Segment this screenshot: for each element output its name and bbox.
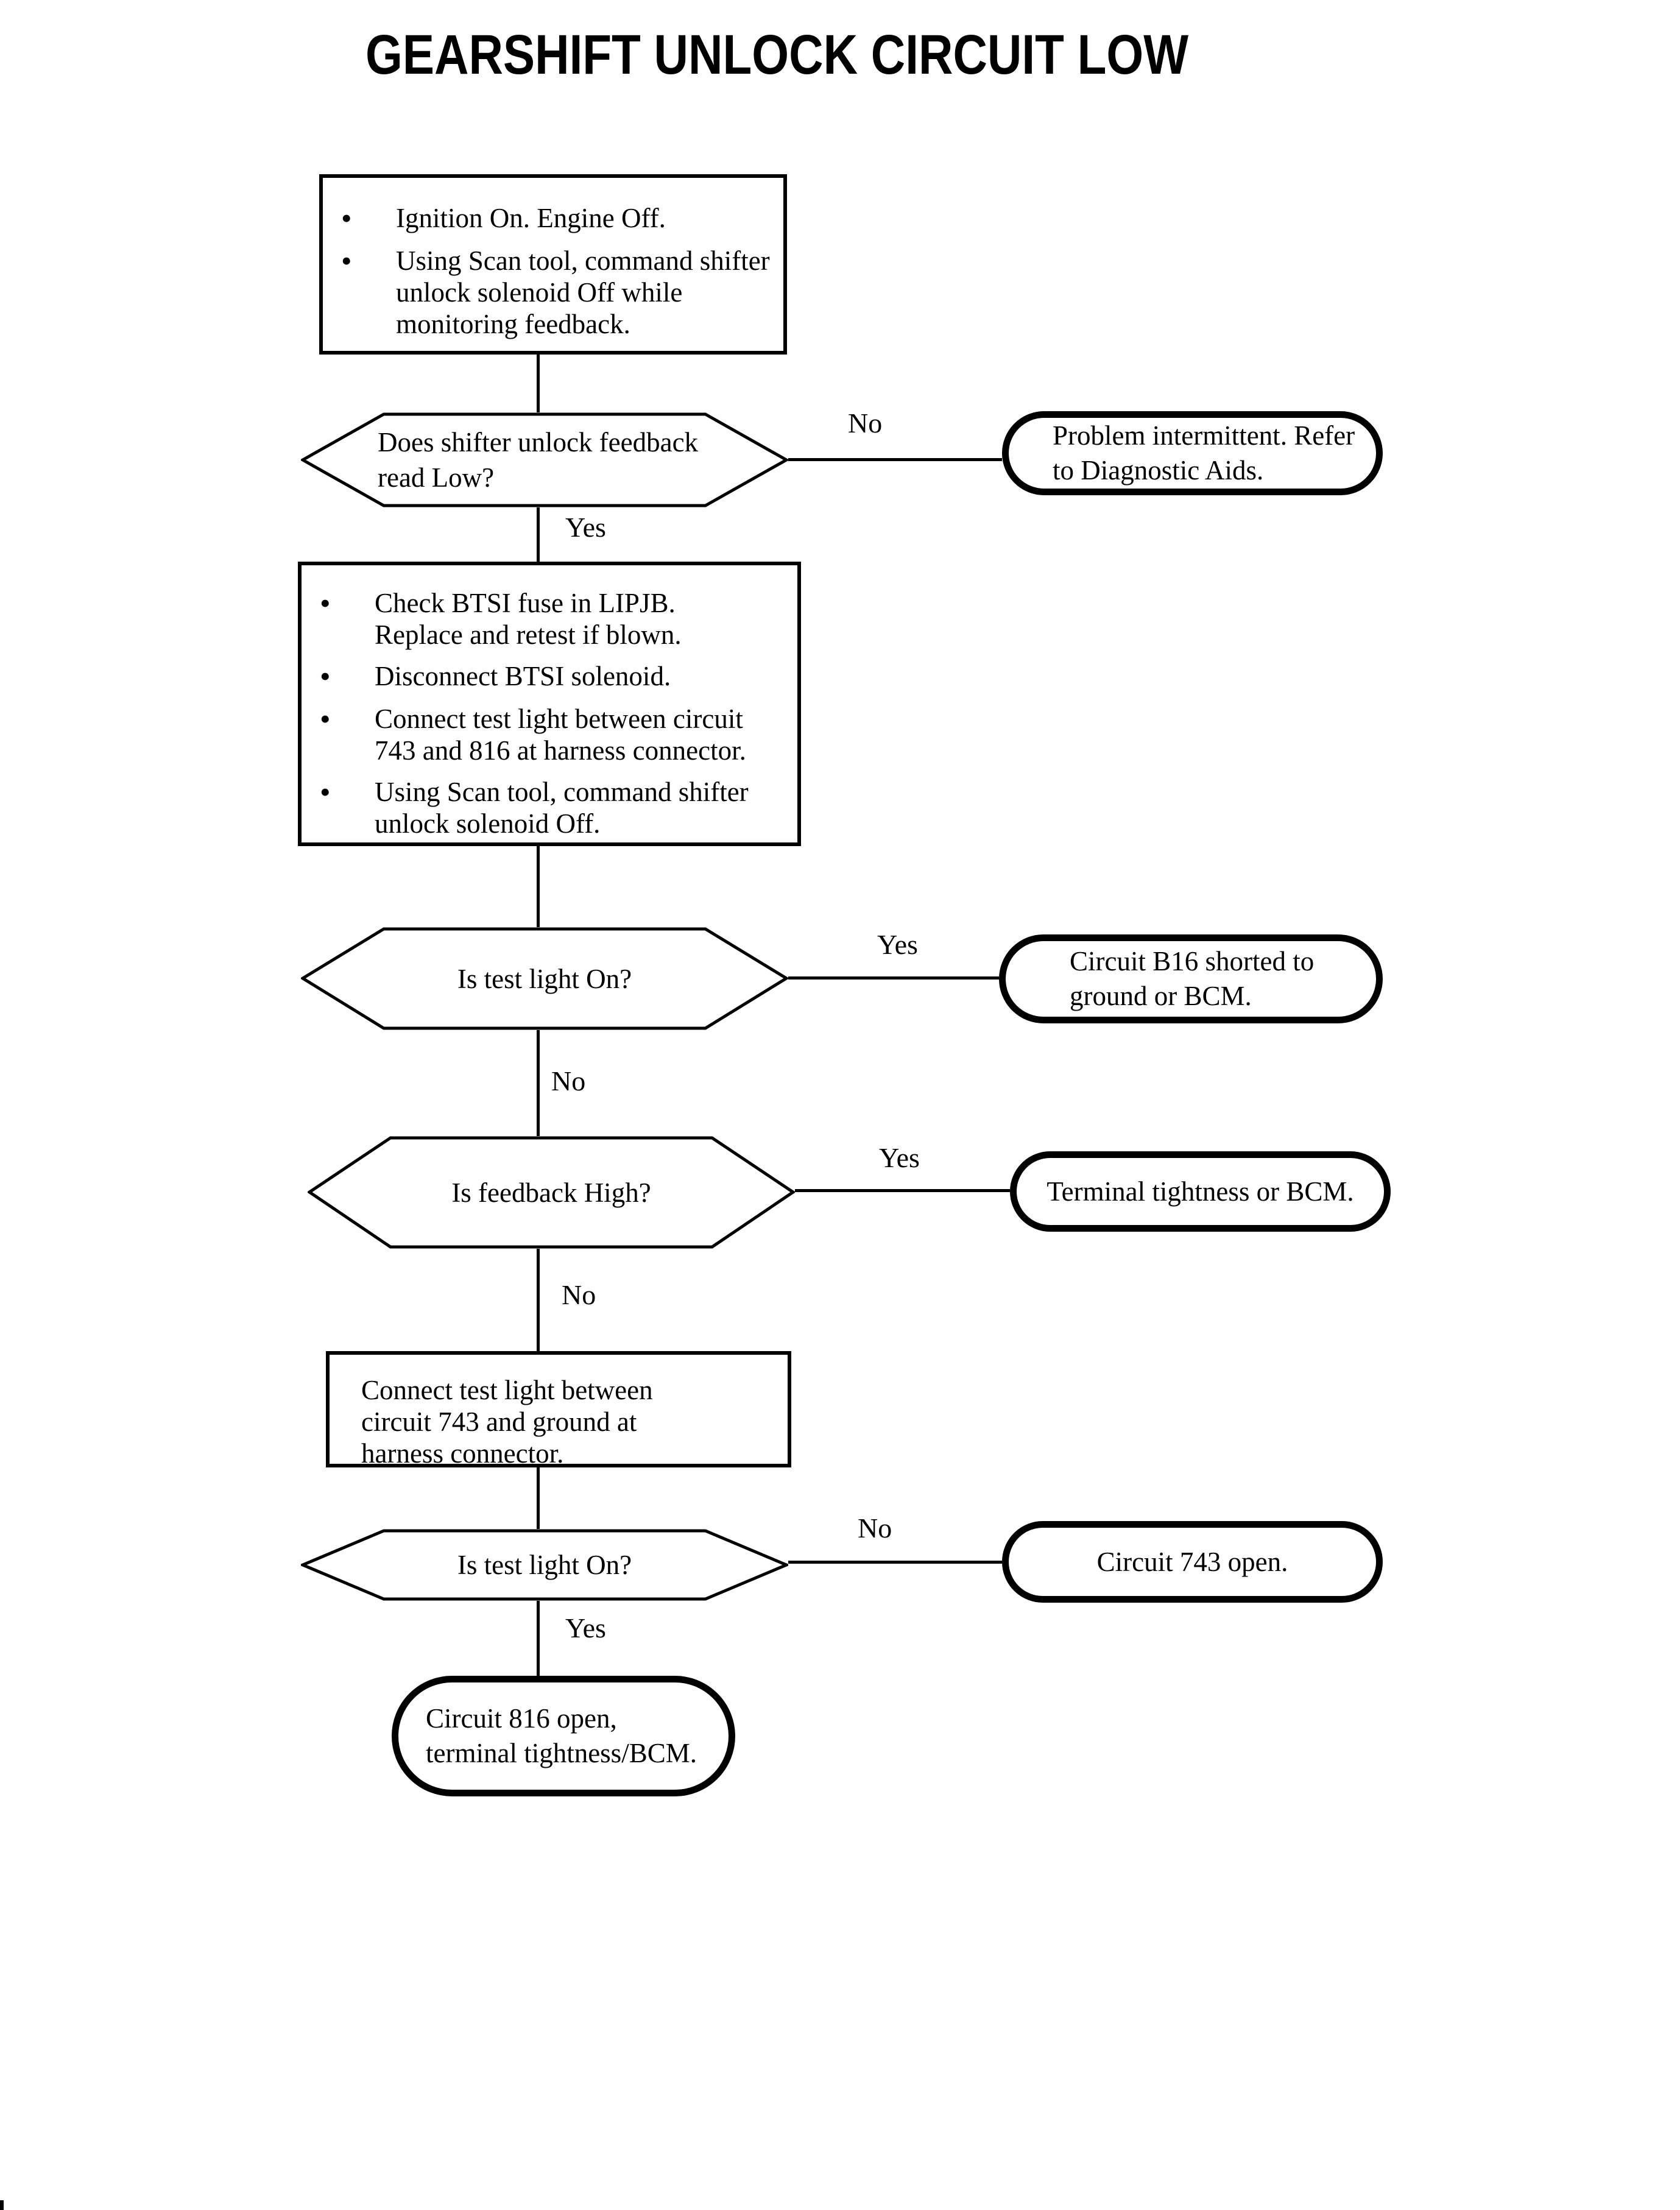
process-text: Connect test light between circuit 743 a… <box>361 1375 653 1469</box>
process-box-ground-test: Connect test light between circuit 743 a… <box>326 1351 791 1469</box>
bullet-icon <box>341 245 396 340</box>
result-text: Circuit 816 open, terminal tightness/BCM… <box>426 1703 697 1768</box>
connector-decision4-no <box>788 1561 1002 1564</box>
list-item: Check BTSI fuse in LIPJB. Replace and re… <box>320 587 785 651</box>
bullet-icon <box>341 202 396 235</box>
decision-feedback-high: Is feedback High? <box>308 1136 795 1249</box>
result-text: Circuit B16 shorted to ground or BCM. <box>1070 946 1315 1011</box>
result-terminal-tightness: Terminal tightness or BCM. <box>1010 1151 1391 1232</box>
edge-label-yes: Yes <box>565 1612 606 1643</box>
result-text: Problem intermittent. Refer to Diagnosti… <box>1053 420 1355 485</box>
result-816-open: Circuit 816 open, terminal tightness/BCM… <box>392 1676 735 1796</box>
list-item: Connect test light between circuit 743 a… <box>320 703 785 766</box>
decision-question: Does shifter unlock feedback read Low? <box>378 427 699 493</box>
edge-label-yes: Yes <box>877 929 918 960</box>
connector-decision3-yes <box>795 1189 1010 1192</box>
bullet-text: Check BTSI fuse in LIPJB. Replace and re… <box>375 588 682 650</box>
list-item: Using Scan tool, command shifter unlock … <box>320 776 785 839</box>
connector-decision2-yes <box>788 976 999 980</box>
result-problem-intermittent: Problem intermittent. Refer to Diagnosti… <box>1002 411 1383 495</box>
process-box-test-setup: Check BTSI fuse in LIPJB. Replace and re… <box>298 562 801 846</box>
bullet-icon <box>320 660 375 693</box>
decision-question: Is feedback High? <box>451 1177 651 1208</box>
result-text: Circuit 743 open. <box>1096 1546 1288 1577</box>
process-box-initial-setup: Ignition On. Engine Off. Using Scan tool… <box>319 174 787 355</box>
edge-label-no: No <box>858 1513 892 1544</box>
page-corner-mark <box>0 2200 4 2210</box>
bullet-text: Using Scan tool, command shifter unlock … <box>375 777 749 839</box>
decision-test-light-on-2: Is test light On? <box>301 1529 788 1601</box>
edge-label-no: No <box>551 1065 586 1096</box>
hexagon-shape <box>301 1529 788 1601</box>
connector-step3-to-decision4 <box>537 1467 540 1529</box>
bullet-icon <box>320 776 375 839</box>
edge-label-no: No <box>562 1279 596 1310</box>
bullet-icon <box>320 587 375 651</box>
edge-label-yes: Yes <box>879 1142 920 1173</box>
decision-question: Is test light On? <box>457 1550 632 1580</box>
hexagon-shape <box>301 412 788 507</box>
bullet-text: Using Scan tool, command shifter unlock … <box>396 245 770 339</box>
list-item: Ignition On. Engine Off. <box>341 202 771 235</box>
decision-shifter-feedback-low: Does shifter unlock feedback read Low? <box>301 412 788 507</box>
list-item: Disconnect BTSI solenoid. <box>320 660 785 693</box>
hexagon-shape <box>308 1136 795 1249</box>
bullet-list: Check BTSI fuse in LIPJB. Replace and re… <box>302 565 797 839</box>
result-text: Terminal tightness or BCM. <box>1046 1176 1354 1207</box>
page-title: GEARSHIFT UNLOCK CIRCUIT LOW <box>365 24 1189 86</box>
bullet-text: Connect test light between circuit 743 a… <box>375 704 746 766</box>
connector-decision1-yes <box>537 507 540 562</box>
connector-step1-to-decision1 <box>537 355 540 412</box>
connector-decision3-no <box>537 1249 540 1351</box>
connector-decision2-no <box>537 1030 540 1136</box>
result-b16-shorted: Circuit B16 shorted to ground or BCM. <box>999 934 1383 1023</box>
connector-step2-to-decision2 <box>537 846 540 927</box>
bullet-text: Ignition On. Engine Off. <box>396 203 666 233</box>
decision-question: Is test light On? <box>457 963 632 994</box>
list-item: Using Scan tool, command shifter unlock … <box>341 245 771 340</box>
bullet-list: Ignition On. Engine Off. Using Scan tool… <box>323 178 783 340</box>
connector-decision4-yes <box>537 1601 540 1687</box>
decision-test-light-on-1: Is test light On? <box>301 927 788 1030</box>
bullet-text: Disconnect BTSI solenoid. <box>375 661 671 691</box>
bullet-icon <box>320 703 375 766</box>
edge-label-yes: Yes <box>565 512 606 543</box>
hexagon-shape <box>301 927 788 1030</box>
connector-decision1-no <box>788 458 1002 461</box>
result-743-open: Circuit 743 open. <box>1002 1521 1383 1603</box>
edge-label-no: No <box>848 408 883 439</box>
